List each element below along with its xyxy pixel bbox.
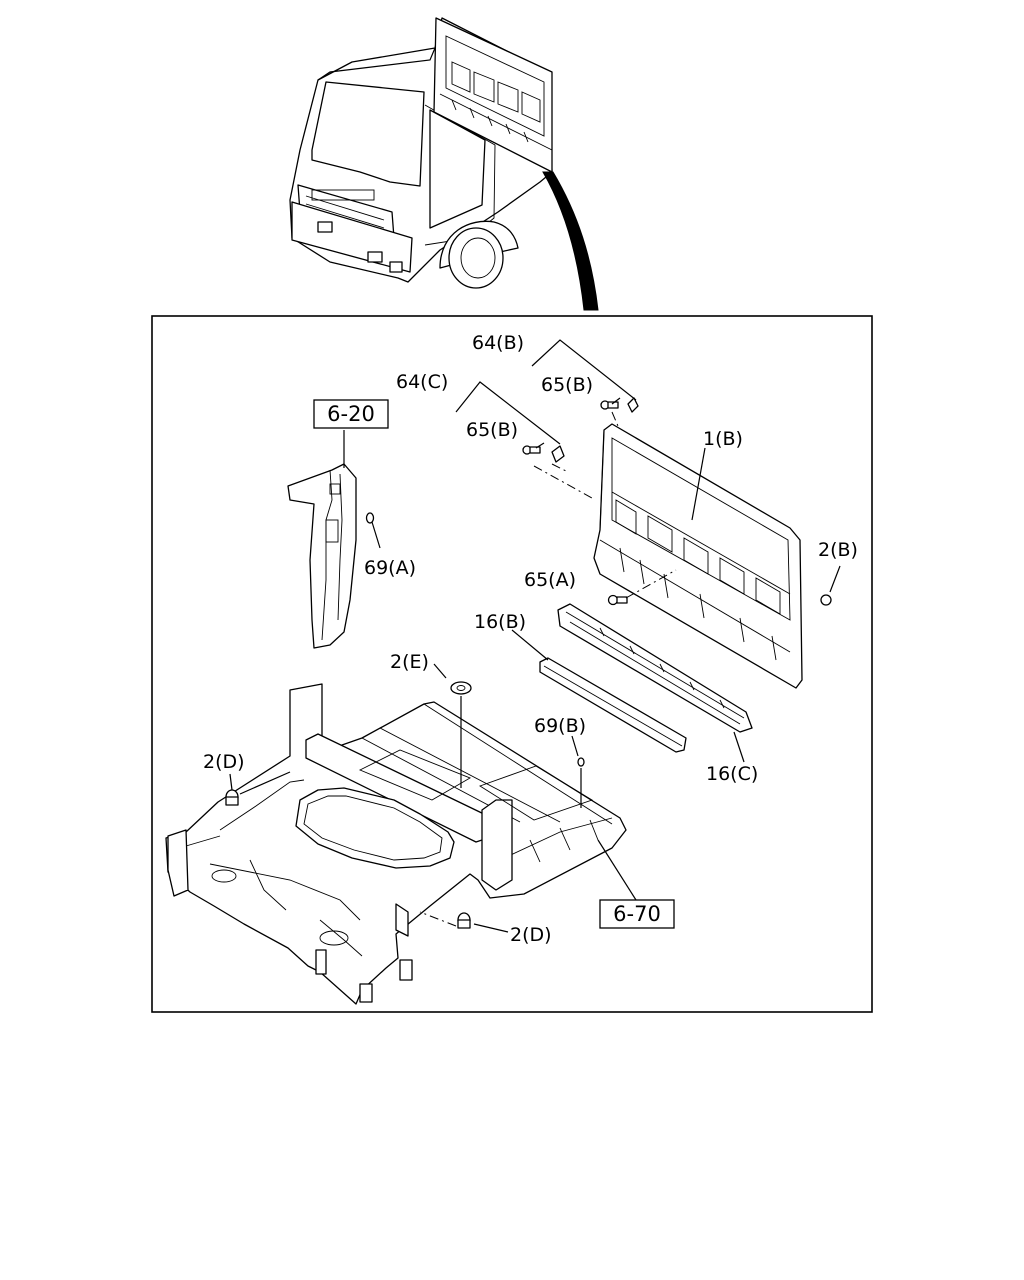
bolt-65a xyxy=(607,594,628,606)
ref-box-6-70[interactable]: 6-70 xyxy=(599,899,675,929)
svg-text:6-20: 6-20 xyxy=(327,402,375,426)
rear-panel-part xyxy=(593,423,803,689)
callout-64c: 64(C) xyxy=(396,371,448,393)
clip-2b xyxy=(820,594,832,606)
clip-69a xyxy=(365,512,375,524)
callout-65b-mid: 65(B) xyxy=(466,419,518,441)
callout-65a: 65(A) xyxy=(524,569,576,591)
grommet-2e xyxy=(450,681,472,695)
left-pillar-part xyxy=(287,463,357,649)
callout-64b: 64(B) xyxy=(472,332,524,354)
truck-cab-illustration xyxy=(289,17,599,311)
callout-2e: 2(E) xyxy=(390,651,429,673)
ref-box-6-20[interactable]: 6-20 xyxy=(313,399,389,429)
callout-2b: 2(B) xyxy=(818,539,858,561)
clip-69b xyxy=(577,757,585,767)
rail-16c xyxy=(557,603,753,733)
callout-16b: 16(B) xyxy=(474,611,526,633)
floor-assembly-part xyxy=(165,683,627,1005)
callout-1b: 1(B) xyxy=(703,428,743,450)
callout-69b: 69(B) xyxy=(534,715,586,737)
svg-text:6-70: 6-70 xyxy=(613,902,661,926)
callout-65b-top: 65(B) xyxy=(541,374,593,396)
detail-frame xyxy=(151,315,873,1013)
sill-bar-16b xyxy=(539,657,687,753)
bolt-65b-mid xyxy=(522,445,541,455)
plug-2d-left xyxy=(225,789,239,806)
bolt-65b-top xyxy=(600,400,619,410)
callout-2d-bottom: 2(D) xyxy=(510,924,552,946)
callout-16c: 16(C) xyxy=(706,763,758,785)
bracket-64c xyxy=(551,445,565,463)
callout-69a: 69(A) xyxy=(364,557,416,579)
plug-2d-bottom xyxy=(457,912,471,929)
callout-2d-left: 2(D) xyxy=(203,751,245,773)
bracket-64b xyxy=(627,397,639,413)
